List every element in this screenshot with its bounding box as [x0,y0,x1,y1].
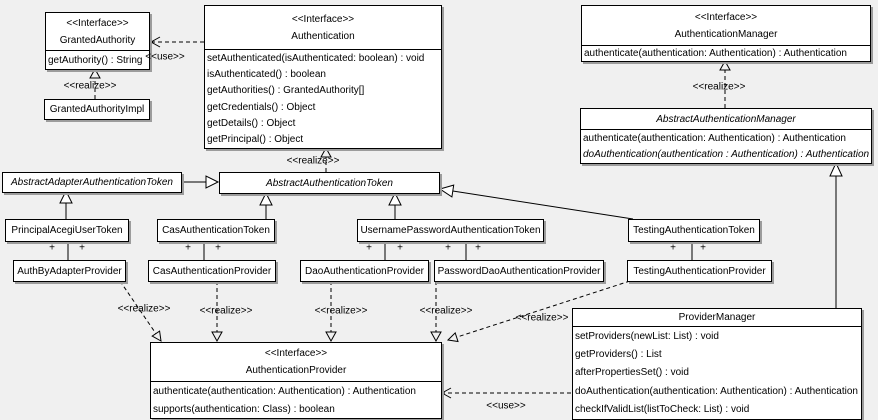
use-arrow-authentication-grantedauthority [149,36,204,48]
class-header: <<Interface>> GrantedAuthority [46,13,149,50]
method: checkIfValidList(listToCheck: List) : vo… [575,404,750,416]
class-cas-authentication-token: CasAuthenticationToken [157,219,275,242]
methods-compartment: authenticate(authentication: Authenticat… [151,381,441,418]
use-label: <<use>> [486,400,526,412]
class-header: <<Interface>> AuthenticationProvider [151,343,441,381]
methods-compartment: authenticate(authentication: Authenticat… [582,45,870,61]
association-end-label: + [366,242,372,254]
class-name: CasAuthenticationProvider [152,265,272,277]
method: doAuthentication(authentication: Authent… [575,385,858,397]
class-abstract-authentication-token: AbstractAuthenticationToken [219,172,440,194]
class-name: TestingAuthenticationProvider [633,265,766,277]
method: supports(authentication: Class) : boolea… [153,403,335,415]
class-name: CasAuthenticationToken [162,225,270,236]
realize-label: <<realize>> [117,303,171,315]
method: doAuthentication(authentication : Authen… [583,149,870,161]
class-name: GrantedAuthority [59,34,136,46]
stereotype: <<Interface>> [264,348,328,359]
use-label: <<use>> [145,51,185,63]
class-name: AbstractAdapterAuthenticationToken [11,177,173,188]
association-end-label: + [397,242,403,254]
association-end-label: + [445,242,451,254]
generalization-usernamepasswordtoken [388,191,402,219]
generalization-abstractadapter [180,175,220,189]
method: getAuthorities() : GrantedAuthority[] [207,85,365,97]
methods-compartment: authenticate(authentication: Authenticat… [581,129,871,163]
stereotype: <<Interface>> [291,13,355,25]
class-header: <<Interface>> Authentication [205,6,441,49]
realize-label: <<realize>> [515,312,569,324]
method: setAuthenticated(isAuthenticated: boolea… [207,52,425,64]
methods-compartment: getAuthority() : String [46,50,149,69]
class-header: AbstractAuthenticationManager [581,109,871,129]
association-end-label: + [185,242,191,254]
class-name: PrincipalAcegiUserToken [11,225,123,236]
realize-label: <<realize>> [63,80,117,92]
class-principal-acegi-user-token: PrincipalAcegiUserToken [5,219,129,242]
methods-compartment: setProviders(newList: List) : void getPr… [573,326,861,419]
class-name: Authentication [291,30,355,42]
method: authenticate(authentication: Authenticat… [583,132,846,144]
class-abstract-authentication-manager: AbstractAuthenticationManager authentica… [580,108,872,164]
class-granted-authority: <<Interface>> GrantedAuthority getAuthor… [45,12,150,70]
realize-label: <<realize>> [419,305,473,317]
method: getProviders() : List [575,349,662,361]
generalization-principalacegiusertoken [59,189,73,219]
class-abstract-adapter-authentication-token: AbstractAdapterAuthenticationToken [2,172,182,193]
realize-label: <<realize>> [314,305,368,317]
class-provider-manager: ProviderManager setProviders(newList: Li… [572,308,862,420]
class-testing-authentication-provider: TestingAuthenticationProvider [627,260,772,282]
class-testing-authentication-token: TestingAuthenticationToken [628,219,760,242]
class-name: AuthByAdapterProvider [17,265,122,277]
class-username-password-authentication-token: UsernamePasswordAuthenticationToken [357,219,544,242]
class-granted-authority-impl: GrantedAuthorityImpl [44,99,150,120]
association-end-label: + [215,242,221,254]
class-auth-by-adapter-provider: AuthByAdapterProvider [13,260,126,282]
association-end-label: + [49,242,55,254]
association-end-label: + [700,242,706,254]
use-arrow-providermanager-authenticationprovider [440,387,571,399]
realize-label: <<realize>> [199,305,253,317]
method: isAuthenticated() : boolean [207,68,326,80]
class-name: UsernamePasswordAuthenticationToken [360,225,541,236]
class-name: DaoAuthenticationProvider [305,265,424,277]
class-header: ProviderManager [573,309,861,326]
generalization-testingauthenticationtoken [438,184,634,220]
method: authenticate(authentication: Authenticat… [153,385,416,397]
method: getDetails() : Object [207,117,296,129]
class-name: AbstractAuthenticationManager [656,113,796,125]
method: getPrincipal() : Object [207,134,304,146]
class-dao-authentication-provider: DaoAuthenticationProvider [300,260,429,282]
method: getCredentials() : Object [207,101,316,113]
generalization-casauthenticationtoken [259,191,273,219]
association-end-label: + [475,242,481,254]
class-password-dao-authentication-provider: PasswordDaoAuthenticationProvider [434,260,604,282]
stereotype: <<Interface>> [694,11,758,23]
class-authentication-manager: <<Interface>> AuthenticationManager auth… [581,5,871,62]
realize-label: <<realize>> [286,155,340,167]
realize-label: <<realize>> [692,81,746,93]
association-end-label: + [670,242,676,254]
generalization-providermanager [829,161,843,308]
class-name: PasswordDaoAuthenticationProvider [437,265,601,277]
class-header: <<Interface>> AuthenticationManager [582,6,870,45]
methods-compartment: setAuthenticated(isAuthenticated: boolea… [205,49,441,148]
method: afterPropertiesSet() : void [575,367,689,379]
class-authentication-provider: <<Interface>> AuthenticationProvider aut… [150,342,442,419]
class-name: AuthenticationManager [674,28,778,40]
class-cas-authentication-provider: CasAuthenticationProvider [148,260,276,282]
method: getAuthority() : String [48,54,143,66]
method: setProviders(newList: List) : void [575,330,719,342]
class-name: TestingAuthenticationToken [633,225,755,236]
class-name: AuthenticationProvider [245,365,347,376]
method: authenticate(authentication: Authenticat… [584,48,847,59]
stereotype: <<Interface>> [66,17,129,29]
class-name: AbstractAuthenticationToken [266,177,393,189]
class-authentication: <<Interface>> Authentication setAuthenti… [204,5,442,149]
class-name: ProviderManager [678,312,756,323]
association-end-label: + [79,242,85,254]
class-name: GrantedAuthorityImpl [49,104,145,115]
